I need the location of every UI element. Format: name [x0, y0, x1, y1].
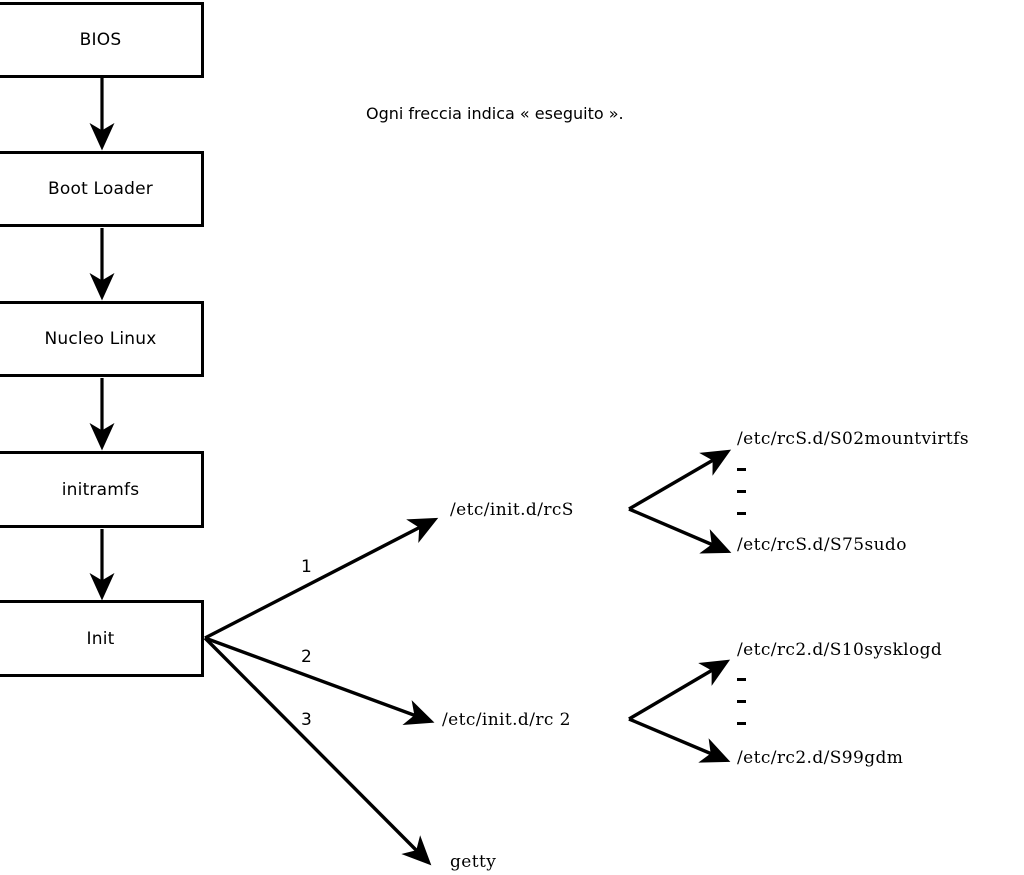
label-rcs-last-script[interactable]: /etc/rcS.d/S75sudo [737, 535, 907, 555]
box-bios[interactable]: BIOS [0, 2, 204, 78]
box-init-label: Init [86, 628, 115, 649]
arrow-rc2-to-last-script [628, 717, 731, 763]
rcs-ellipsis-dash-1 [737, 468, 746, 471]
label-rc2-first-script[interactable]: /etc/rc2.d/S10sysklogd [737, 640, 943, 660]
label-init-d-rc2[interactable]: /etc/init.d/rc 2 [442, 710, 571, 730]
rc2-ellipsis-dash-2 [737, 700, 746, 703]
branch-number-1: 1 [301, 557, 312, 577]
box-bios-label: BIOS [79, 30, 122, 50]
label-init-d-rcs[interactable]: /etc/init.d/rcS [450, 500, 574, 520]
box-boot-loader-label: Boot Loader [48, 179, 153, 199]
box-initramfs[interactable]: initramfs [0, 451, 204, 528]
arrow-init-branch-3 [203, 636, 432, 866]
box-init[interactable]: Init [0, 600, 204, 677]
arrow-rcs-to-last-script [628, 507, 732, 554]
label-rcs-first-script[interactable]: /etc/rcS.d/S02mountvirtfs [737, 429, 969, 449]
rc2-ellipsis-dash-3 [737, 722, 746, 725]
rcs-ellipsis-dash-2 [737, 490, 746, 493]
arrow-rcs-to-first-script [628, 449, 732, 511]
arrow-init-branch-1 [204, 517, 439, 640]
arrow-rc2-to-first-script [628, 659, 731, 721]
box-nucleo-linux-label: Nucleo Linux [44, 329, 157, 349]
label-rc2-last-script[interactable]: /etc/rc2.d/S99gdm [737, 748, 904, 768]
box-boot-loader[interactable]: Boot Loader [0, 151, 204, 227]
rcs-ellipsis-dash-3 [737, 512, 746, 515]
branch-number-3: 3 [301, 710, 312, 730]
rc2-ellipsis-dash-1 [737, 678, 746, 681]
label-getty[interactable]: getty [450, 852, 497, 872]
caption-text: Ogni freccia indica « eseguito ». [366, 104, 624, 123]
branch-number-2: 2 [301, 647, 312, 667]
box-initramfs-label: initramfs [61, 479, 140, 500]
arrow-init-branch-2 [204, 636, 435, 725]
box-nucleo-linux[interactable]: Nucleo Linux [0, 301, 204, 377]
